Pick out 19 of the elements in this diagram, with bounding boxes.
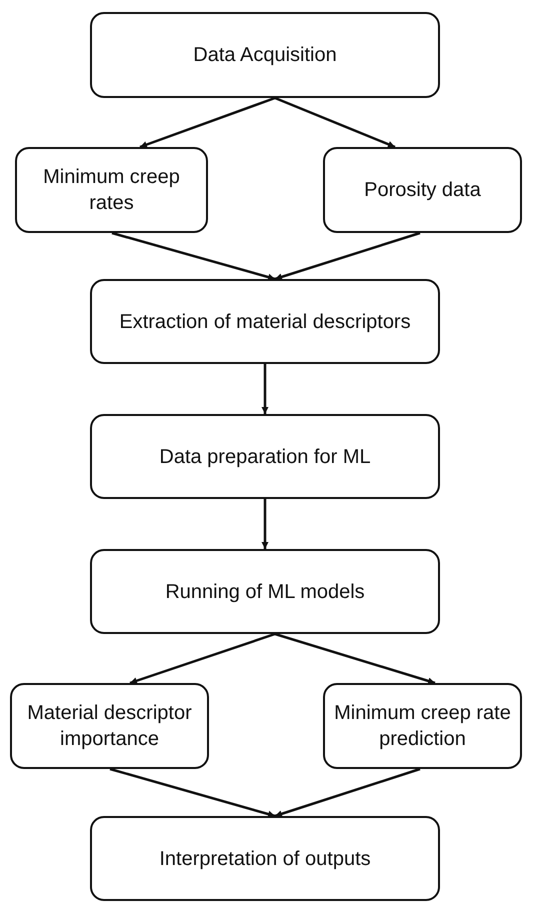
process-box: Minimum creep rates bbox=[15, 147, 208, 233]
arrow bbox=[130, 632, 276, 684]
process-box: Interpretation of outputs bbox=[90, 816, 440, 901]
arrow bbox=[112, 232, 276, 280]
arrow bbox=[110, 768, 276, 818]
arrow bbox=[274, 768, 420, 818]
arrow bbox=[262, 364, 268, 414]
arrow bbox=[274, 96, 396, 148]
process-box: Extraction of material descriptors bbox=[90, 279, 440, 364]
arrow bbox=[274, 632, 436, 684]
arrow bbox=[262, 499, 268, 549]
process-box: Minimum creep rate prediction bbox=[323, 683, 522, 769]
process-box: Data Acquisition bbox=[90, 12, 440, 98]
process-box: Data preparation for ML bbox=[90, 414, 440, 499]
process-box: Porosity data bbox=[323, 147, 522, 233]
arrow bbox=[140, 96, 276, 148]
process-box: Material descriptor importance bbox=[10, 683, 209, 769]
process-box: Running of ML models bbox=[90, 549, 440, 634]
arrow bbox=[274, 232, 420, 280]
